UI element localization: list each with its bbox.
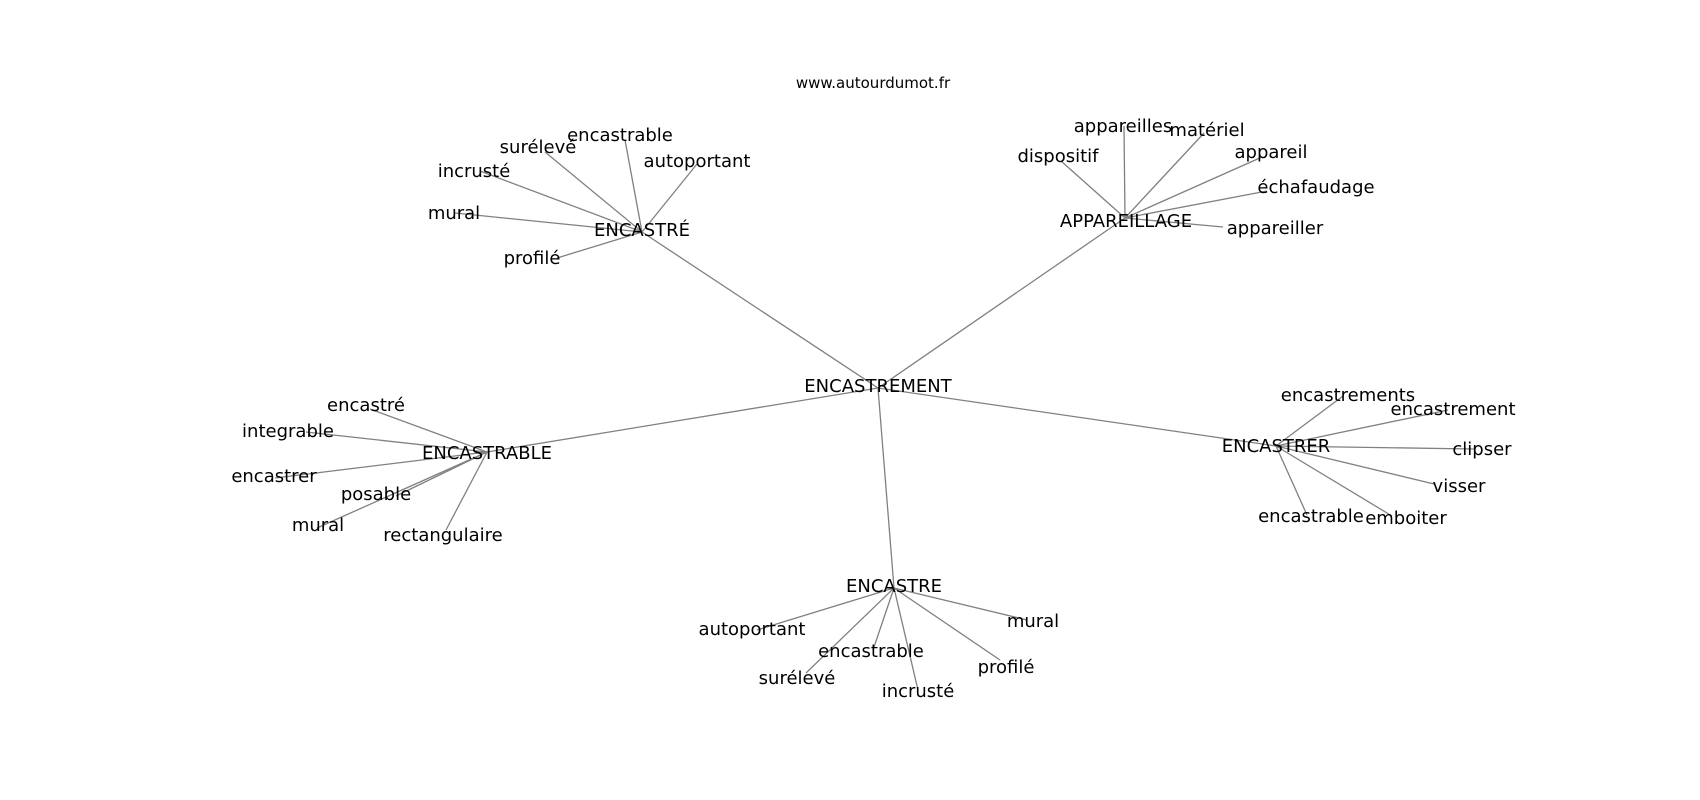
edge-hub-to-word	[454, 212, 643, 233]
word-node[interactable]: mural	[1007, 611, 1059, 632]
edge-center-to-hub	[486, 387, 879, 453]
center-node[interactable]: ENCASTREMENT	[804, 376, 952, 397]
edge-hub-to-word	[641, 163, 698, 233]
word-node[interactable]: incrusté	[438, 161, 511, 182]
word-node[interactable]: mural	[428, 203, 480, 224]
word-node[interactable]: surélevé	[759, 668, 836, 689]
edge-hub-to-word	[1275, 409, 1449, 447]
word-node[interactable]: emboiter	[1365, 508, 1447, 529]
word-node[interactable]: autoportant	[644, 151, 751, 172]
word-node[interactable]: rectangulaire	[383, 525, 502, 546]
labels: ENCASTREMENTENCASTRÉencastrablesurélevéa…	[231, 116, 1515, 702]
word-node[interactable]: incrusté	[882, 681, 955, 702]
edge-hub-to-word	[369, 408, 488, 453]
hub-node[interactable]: ENCASTRABLE	[422, 443, 552, 464]
edge-hub-to-word	[805, 587, 895, 674]
edge-center-to-hub	[641, 231, 879, 389]
edge-hub-to-word	[1123, 125, 1126, 219]
edges	[274, 125, 1475, 691]
edge-hub-to-word	[1060, 160, 1126, 219]
edge-hub-to-word	[316, 451, 488, 529]
word-node[interactable]: encastrements	[1281, 385, 1415, 406]
word-node[interactable]: encastré	[327, 395, 405, 416]
edge-hub-to-word	[445, 451, 488, 531]
edge-hub-to-word	[1124, 217, 1224, 228]
site-url: www.autourdumot.fr	[796, 74, 951, 92]
edge-hub-to-word	[893, 587, 1028, 621]
hub-node[interactable]: ENCASTRER	[1222, 436, 1331, 457]
edge-hub-to-word	[1275, 395, 1344, 447]
edge-center-to-hub	[877, 217, 1126, 389]
word-node[interactable]: matériel	[1169, 120, 1244, 141]
word-node[interactable]: encastrable	[1258, 506, 1364, 527]
edge-hub-to-word	[893, 587, 919, 691]
word-node[interactable]: posable	[341, 484, 411, 505]
word-node[interactable]: visser	[1433, 476, 1486, 497]
word-node[interactable]: appareil	[1235, 142, 1308, 163]
edge-hub-to-word	[1275, 445, 1393, 517]
edge-hub-to-word	[556, 231, 643, 259]
edge-hub-to-word	[1275, 445, 1475, 450]
word-node[interactable]: encastrable	[818, 641, 924, 662]
word-node[interactable]: autoportant	[699, 619, 806, 640]
word-node[interactable]: mural	[292, 515, 344, 536]
word-node[interactable]: clipser	[1452, 439, 1512, 460]
word-node[interactable]: encastrement	[1391, 399, 1516, 420]
edge-center-to-hub	[877, 387, 895, 589]
edge-hub-to-word	[1124, 190, 1268, 219]
word-node[interactable]: profilé	[504, 248, 561, 269]
edge-hub-to-word	[1275, 445, 1435, 485]
edge-hub-to-word	[274, 451, 488, 479]
word-node[interactable]: appareilles	[1074, 116, 1172, 137]
hub-node[interactable]: ENCASTRÉ	[594, 219, 690, 241]
word-node[interactable]: surélevé	[500, 137, 577, 158]
edge-hub-to-word	[305, 431, 488, 453]
edge-hub-to-word	[872, 587, 895, 651]
edge-hub-to-word	[479, 170, 643, 233]
word-node[interactable]: encastrable	[567, 125, 673, 146]
word-node[interactable]: integrable	[242, 421, 334, 442]
edge-hub-to-word	[544, 151, 643, 233]
word-node[interactable]: échafaudage	[1257, 177, 1374, 198]
edge-hub-to-word	[756, 587, 895, 631]
edge-hub-to-word	[1124, 156, 1263, 219]
edge-hub-to-word	[624, 139, 643, 233]
edge-hub-to-word	[1124, 132, 1205, 219]
hub-node[interactable]: ENCASTRE	[846, 576, 942, 597]
hub-node[interactable]: APPAREILLAGE	[1060, 211, 1192, 232]
word-node[interactable]: appareiller	[1227, 218, 1324, 239]
word-node[interactable]: encastrer	[231, 466, 317, 487]
edge-center-to-hub	[877, 387, 1277, 447]
edge-hub-to-word	[893, 587, 1001, 661]
word-node[interactable]: profilé	[978, 657, 1035, 678]
word-node[interactable]: dispositif	[1017, 146, 1099, 167]
edge-hub-to-word	[1275, 445, 1308, 516]
